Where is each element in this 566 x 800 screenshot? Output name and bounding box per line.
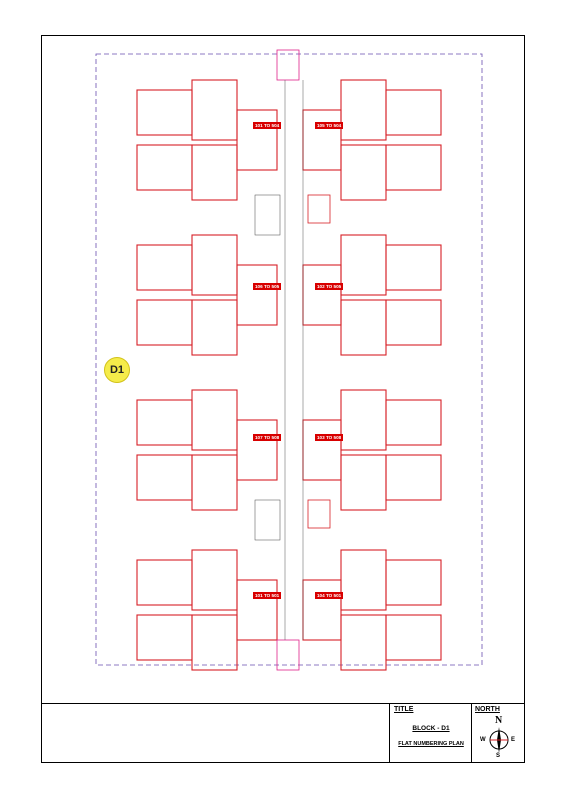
flat-number-label: 104 TO 501 xyxy=(315,592,344,599)
title-label: TITLE xyxy=(394,706,414,713)
unit-room xyxy=(385,399,442,446)
unit-room xyxy=(302,579,342,641)
stair-top xyxy=(276,49,300,81)
unit-room xyxy=(236,109,278,171)
unit-room xyxy=(340,144,387,201)
unit-room xyxy=(385,559,442,606)
lift-1 xyxy=(307,194,331,224)
unit-room xyxy=(136,89,193,136)
unit-room xyxy=(191,389,238,451)
unit-room xyxy=(136,299,193,346)
unit-room xyxy=(385,299,442,346)
flat-number-label: 101 TO 501 xyxy=(253,592,282,599)
compass-s: S xyxy=(496,753,501,759)
unit-room xyxy=(191,549,238,611)
unit-room xyxy=(136,144,193,191)
north-box: NORTH N S E W xyxy=(471,703,525,763)
flat-number-label: 106 TO 505 xyxy=(253,283,282,290)
flat-number-label: 102 TO 505 xyxy=(315,283,344,290)
unit-room xyxy=(236,264,278,326)
unit-room xyxy=(340,79,387,141)
flat-number-label: 101 TO 504 xyxy=(253,122,282,129)
drawing-frame xyxy=(41,35,525,763)
stair-bottom xyxy=(276,639,300,671)
stair-mid-1 xyxy=(254,194,281,236)
unit-room xyxy=(136,614,193,661)
unit-room xyxy=(136,244,193,291)
unit-room xyxy=(340,299,387,356)
unit-room xyxy=(136,454,193,501)
unit-room xyxy=(385,244,442,291)
unit-room xyxy=(136,399,193,446)
flat-number-label: 103 TO 508 xyxy=(315,434,344,441)
unit-room xyxy=(340,454,387,511)
unit-room xyxy=(385,89,442,136)
title-box: TITLE BLOCK - D1 FLAT NUMBERING PLAN xyxy=(389,703,471,763)
compass-n: N xyxy=(495,715,503,726)
title-band xyxy=(41,703,525,763)
unit-room xyxy=(236,579,278,641)
compass-w: W xyxy=(480,737,486,743)
unit-room xyxy=(191,614,238,671)
unit-room xyxy=(385,454,442,501)
unit-room xyxy=(302,264,342,326)
unit-room xyxy=(302,109,342,171)
unit-room xyxy=(385,614,442,661)
compass-e: E xyxy=(511,737,516,743)
unit-room xyxy=(340,234,387,296)
unit-room xyxy=(385,144,442,191)
site-boundary xyxy=(95,53,483,666)
block-badge: D1 xyxy=(104,357,130,383)
unit-room xyxy=(191,454,238,511)
flat-number-label: 105 TO 504 xyxy=(315,122,344,129)
stair-mid-2 xyxy=(254,499,281,541)
unit-room xyxy=(191,234,238,296)
unit-room xyxy=(136,559,193,606)
block-name: BLOCK - D1 xyxy=(412,725,450,732)
unit-room xyxy=(191,79,238,141)
lift-2 xyxy=(307,499,331,529)
unit-room xyxy=(340,549,387,611)
unit-room xyxy=(236,419,278,481)
unit-room xyxy=(191,299,238,356)
unit-room xyxy=(340,614,387,671)
central-core xyxy=(254,49,331,671)
unit-room xyxy=(302,419,342,481)
unit-room xyxy=(340,389,387,451)
unit-room xyxy=(191,144,238,201)
compass-icon xyxy=(489,727,509,753)
plan-name: FLAT NUMBERING PLAN xyxy=(398,741,464,747)
flat-number-label: 107 TO 508 xyxy=(253,434,282,441)
north-label: NORTH xyxy=(475,706,500,713)
